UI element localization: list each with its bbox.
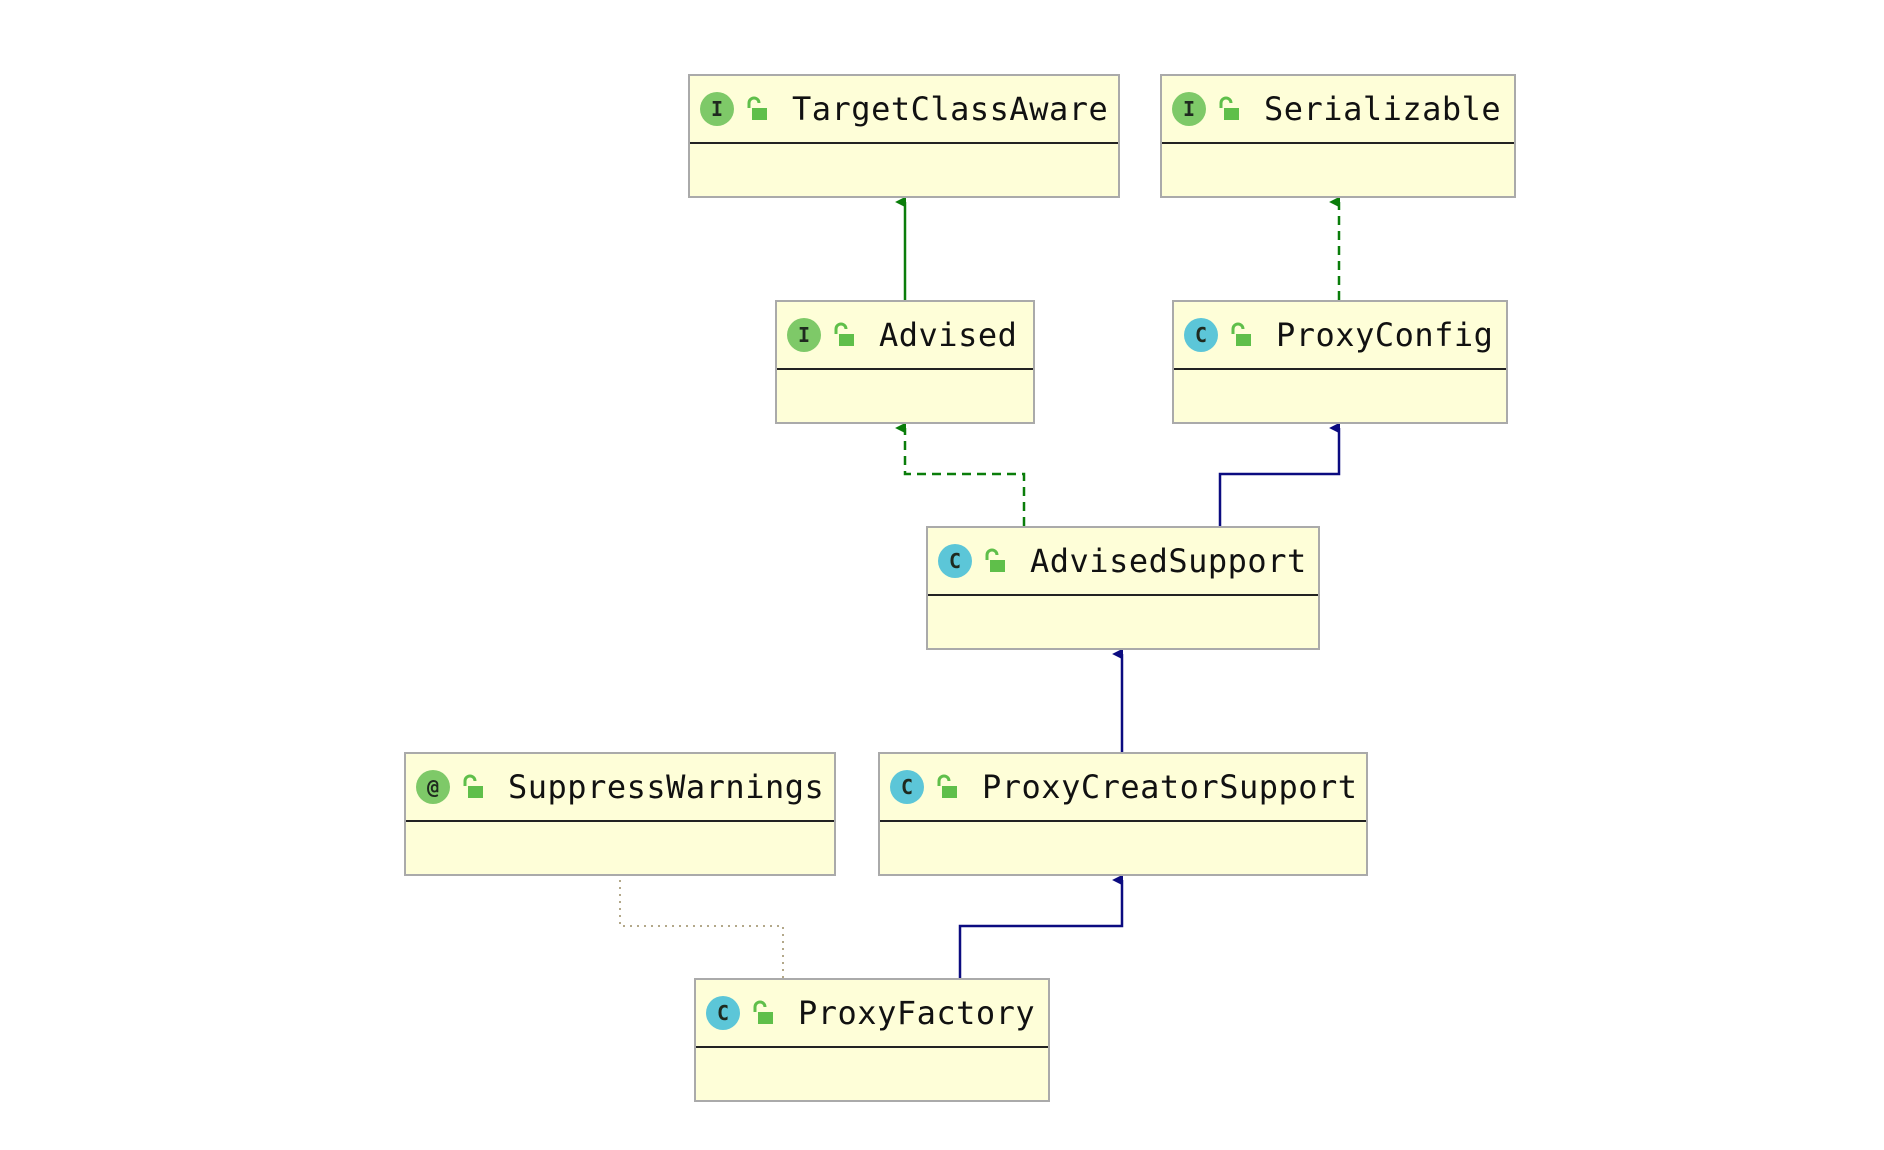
node-header: I Advised [777, 302, 1033, 370]
node-label: AdvisedSupport [1030, 542, 1307, 580]
node-header: C AdvisedSupport [928, 528, 1318, 596]
node-label: Advised [879, 316, 1018, 354]
open-lock-icon [463, 774, 483, 798]
open-lock-icon [937, 774, 957, 798]
node-advised[interactable]: I Advised [775, 300, 1035, 424]
node-header: C ProxyFactory [696, 980, 1048, 1048]
class-badge-icon: C [890, 770, 924, 804]
edge-advisedsupport-to-proxyconfig [1218, 422, 1341, 526]
node-header: C ProxyCreatorSupport [880, 754, 1366, 822]
node-proxyfactory[interactable]: C ProxyFactory [694, 978, 1050, 1102]
open-lock-icon [747, 96, 767, 120]
node-label: Serializable [1264, 90, 1502, 128]
edge-proxyfactory-to-proxycreatorsupport [958, 874, 1124, 978]
open-lock-icon [834, 322, 854, 346]
open-lock-icon [753, 1000, 773, 1024]
node-label: ProxyConfig [1276, 316, 1494, 354]
node-label: ProxyFactory [798, 994, 1036, 1032]
node-header: C ProxyConfig [1174, 302, 1506, 370]
node-label: ProxyCreatorSupport [982, 768, 1358, 806]
node-label: SuppressWarnings [508, 768, 825, 806]
node-targetclassaware[interactable]: I TargetClassAware [688, 74, 1120, 198]
open-lock-icon [985, 548, 1005, 572]
node-header: I Serializable [1162, 76, 1514, 144]
edge-proxyfactory-to-suppresswarnings [619, 878, 784, 978]
node-proxyconfig[interactable]: C ProxyConfig [1172, 300, 1508, 424]
node-header: @ SuppressWarnings [406, 754, 834, 822]
edge-advisedsupport-to-advised [895, 422, 1026, 526]
class-badge-icon: C [706, 996, 740, 1030]
node-proxycreatorsupport[interactable]: C ProxyCreatorSupport [878, 752, 1368, 876]
open-lock-icon [1231, 322, 1251, 346]
interface-badge-icon: I [787, 318, 821, 352]
node-suppresswarnings[interactable]: @ SuppressWarnings [404, 752, 836, 876]
node-serializable[interactable]: I Serializable [1160, 74, 1516, 198]
node-label: TargetClassAware [792, 90, 1109, 128]
interface-badge-icon: I [1172, 92, 1206, 126]
class-badge-icon: C [938, 544, 972, 578]
node-header: I TargetClassAware [690, 76, 1118, 144]
node-advisedsupport[interactable]: C AdvisedSupport [926, 526, 1320, 650]
interface-badge-icon: I [700, 92, 734, 126]
annotation-badge-icon: @ [416, 770, 450, 804]
class-badge-icon: C [1184, 318, 1218, 352]
open-lock-icon [1219, 96, 1239, 120]
